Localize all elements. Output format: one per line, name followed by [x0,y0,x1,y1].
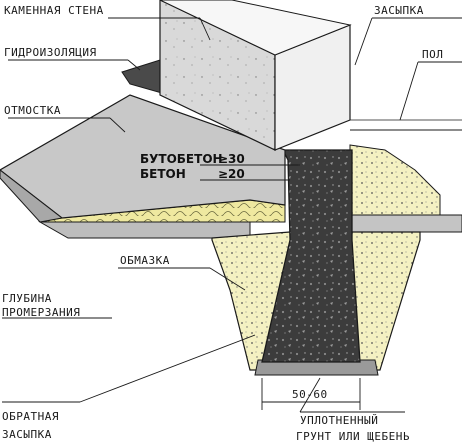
label-concrete: БЕТОН [140,167,186,181]
label-concrete-grade: ≥20 [218,167,245,181]
label-backfill-bottom-1: ОБРАТНАЯ [2,410,59,423]
label-floor: ПОЛ [422,48,443,61]
blind-area-edge [0,169,64,223]
label-blind-area: ОТМОСТКА [4,104,61,117]
ground-layer [38,221,251,239]
label-rubble-concrete: БУТОБЕТОН [140,152,223,166]
label-frost-depth-2: ПРОМЕРЗАНИЯ [2,306,80,319]
label-frost-depth-1: ГЛУБИНА [2,292,52,305]
backfill-mound [349,144,441,216]
leader-lines [2,17,462,413]
label-backfill-bottom-2: ЗАСЫПКА [2,428,52,441]
ground-layer-right [349,214,462,233]
label-compacted-2: ГРУНТ ИЛИ ЩЕБЕНЬ [296,430,410,443]
label-stone-wall: КАМЕННАЯ СТЕНА [4,4,104,17]
label-compacted-1: УПЛОТНЕННЫЙ [300,414,378,427]
stone-wall-back-top [159,0,352,56]
label-dimension: 50-60 [292,388,328,401]
label-backfill-top: ЗАСЫПКА [374,4,424,17]
label-rubble-concrete-grade: ≥30 [218,152,245,166]
label-waterproofing: ГИДРОИЗОЛЯЦИЯ [4,46,97,59]
label-coating: ОБМАЗКА [120,254,170,267]
concrete-foundation [261,149,361,363]
